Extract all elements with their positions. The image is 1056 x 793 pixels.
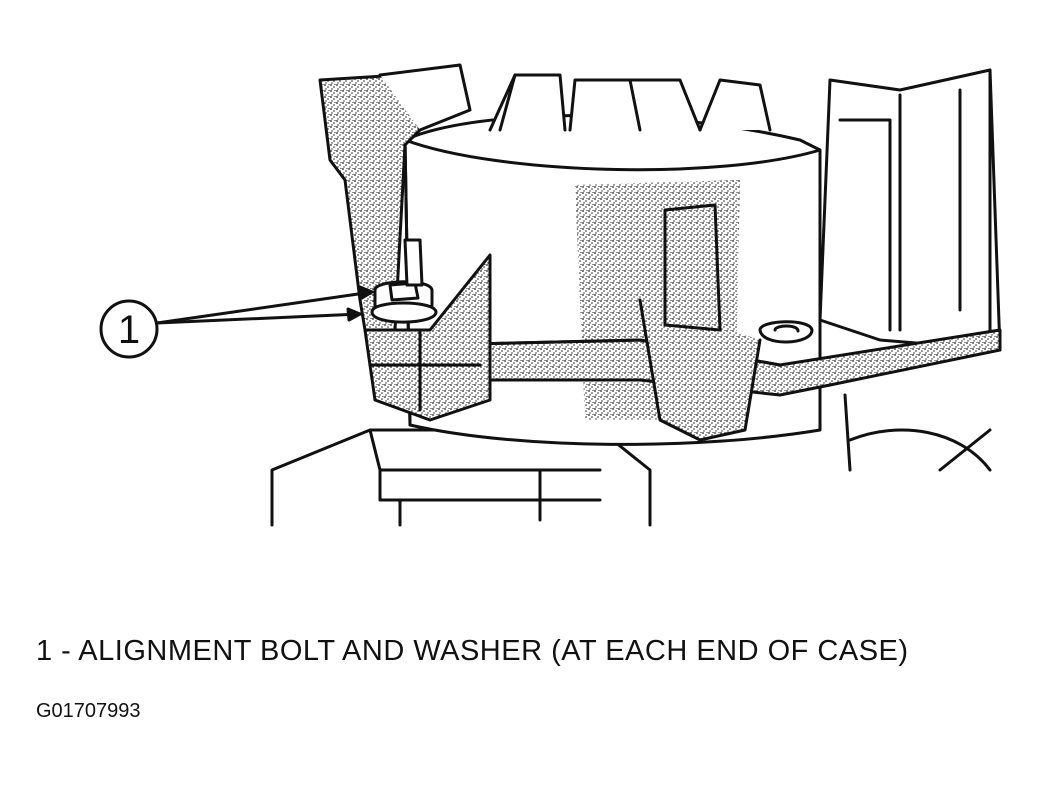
right-housing (818, 68, 1002, 472)
callout-1 (99, 285, 374, 359)
top-fan-blades (488, 73, 772, 132)
figure-caption: 1 - ALIGNMENT BOLT AND WASHER (AT EACH E… (36, 635, 909, 667)
alignment-bolt (370, 238, 438, 324)
callout-number: 1 (118, 308, 140, 352)
mounting-flange (428, 203, 1002, 442)
blower-motor-illustration: 1 (99, 63, 1002, 527)
figure-id: G01707993 (36, 700, 141, 722)
bolt-bracket-tab (363, 253, 492, 422)
